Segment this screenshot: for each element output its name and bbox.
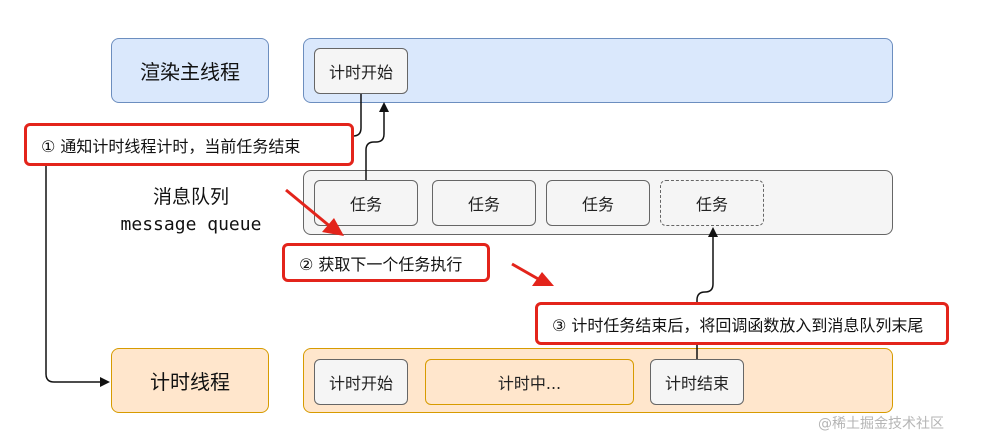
callout-step3: ③ 计时任务结束后，将回调函数放入到消息队列末尾 (535, 302, 949, 345)
connector-task-to-render (365, 102, 389, 180)
render-timer-start-text: 计时开始 (328, 63, 393, 82)
queue-task-1-text: 任务 (349, 195, 382, 214)
callout-step2: ② 获取下一个任务执行 (282, 243, 490, 282)
callout-step1: ① 通知计时线程计时，当前任务结束 (24, 123, 354, 166)
timer-end-chip: 计时结束 (650, 359, 744, 405)
render-thread-label-text: 渲染主线程 (140, 60, 240, 84)
queue-task-3-text: 任务 (581, 195, 614, 214)
queue-task-3: 任务 (546, 180, 650, 226)
timer-end-text: 计时结束 (664, 374, 729, 393)
connector-timer-end-to-queue (696, 227, 718, 359)
callout-step2-text: ② 获取下一个任务执行 (299, 254, 463, 274)
timer-start-text: 计时开始 (328, 374, 393, 393)
message-queue-label: 消息队列 message queue (96, 183, 286, 243)
callout-step3-text: ③ 计时任务结束后，将回调函数放入到消息队列末尾 (552, 315, 924, 335)
red-arrow-step2 (285, 188, 344, 236)
queue-task-2: 任务 (432, 180, 536, 226)
render-thread-label: 渲染主线程 (111, 38, 269, 103)
message-queue-label-cn: 消息队列 (152, 186, 229, 208)
timer-start-chip: 计时开始 (314, 359, 408, 405)
queue-task-callback: 任务 (660, 180, 764, 226)
queue-task-callback-text: 任务 (695, 195, 728, 214)
render-timer-start-chip: 计时开始 (314, 48, 408, 94)
watermark: @稀土掘金技术社区 (818, 416, 944, 432)
queue-task-2-text: 任务 (467, 195, 500, 214)
red-arrow-step3 (511, 262, 554, 286)
message-queue-label-en: message queue (120, 214, 262, 235)
timer-running-text: 计时中... (497, 374, 562, 393)
queue-task-1: 任务 (314, 180, 418, 226)
timer-thread-label-text: 计时线程 (150, 370, 230, 394)
callout-step1-text: ① 通知计时线程计时，当前任务结束 (41, 136, 301, 156)
timer-thread-label: 计时线程 (111, 348, 269, 413)
timer-running-chip: 计时中... (425, 359, 634, 405)
